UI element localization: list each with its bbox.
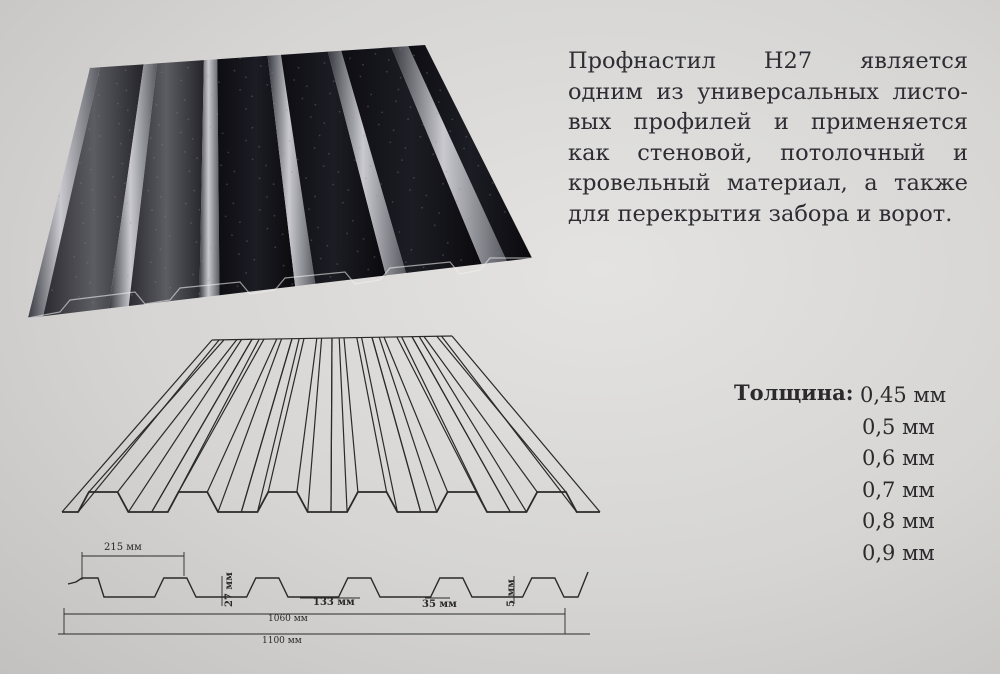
thickness-value: 0,5 мм bbox=[862, 414, 935, 439]
thickness-list: 0,45 мм 0,5 мм 0,6 мм 0,7 мм 0,8 мм 0,9 … bbox=[860, 380, 947, 569]
description-line: для перекрытия забора и ворот. bbox=[568, 200, 953, 227]
dim-small-label: 5 мм bbox=[506, 579, 517, 607]
description-line: Профнастил Н27 является bbox=[568, 48, 968, 74]
sheet-band bbox=[267, 54, 316, 287]
sheet-band bbox=[341, 47, 482, 273]
dim-base-label: 133 мм bbox=[313, 597, 355, 608]
dim-useful-width-label: 1060 мм bbox=[268, 614, 308, 624]
sheet-band bbox=[280, 51, 386, 284]
description-line: кровельный материал, а также bbox=[568, 170, 968, 197]
dim-pitch-label: 215 мм bbox=[104, 542, 142, 553]
sheet-band bbox=[199, 59, 220, 298]
sheet-band bbox=[28, 67, 101, 318]
sheet-band bbox=[408, 45, 532, 261]
sheet-band bbox=[43, 64, 144, 317]
description-line: одним из универсальных листо- bbox=[568, 78, 968, 105]
thickness-value: 0,9 мм bbox=[862, 540, 935, 565]
thickness-value: 0,8 мм bbox=[862, 509, 935, 533]
sheet-band bbox=[108, 63, 157, 309]
thickness-value: 0,45 мм bbox=[860, 383, 947, 407]
dim-rib-label: 35 мм bbox=[422, 599, 457, 610]
dim-height-label: 27 мм bbox=[224, 572, 235, 607]
sheet-band bbox=[327, 50, 406, 276]
dim-full-width-label: 1100 мм bbox=[262, 636, 302, 646]
thickness-label: Толщина: bbox=[734, 380, 854, 405]
thickness-value: 0,6 мм bbox=[862, 446, 935, 470]
product-description: Профнастил Н27 является одним из универс… bbox=[568, 46, 968, 230]
sheet-band bbox=[128, 60, 204, 307]
sheet-band bbox=[391, 46, 507, 265]
thickness-value: 0,7 мм bbox=[862, 477, 935, 502]
description-line: как стеновой, потолочный и bbox=[568, 139, 968, 166]
description-line: вых профилей и применяется bbox=[568, 109, 968, 136]
sheet-band bbox=[217, 55, 296, 296]
